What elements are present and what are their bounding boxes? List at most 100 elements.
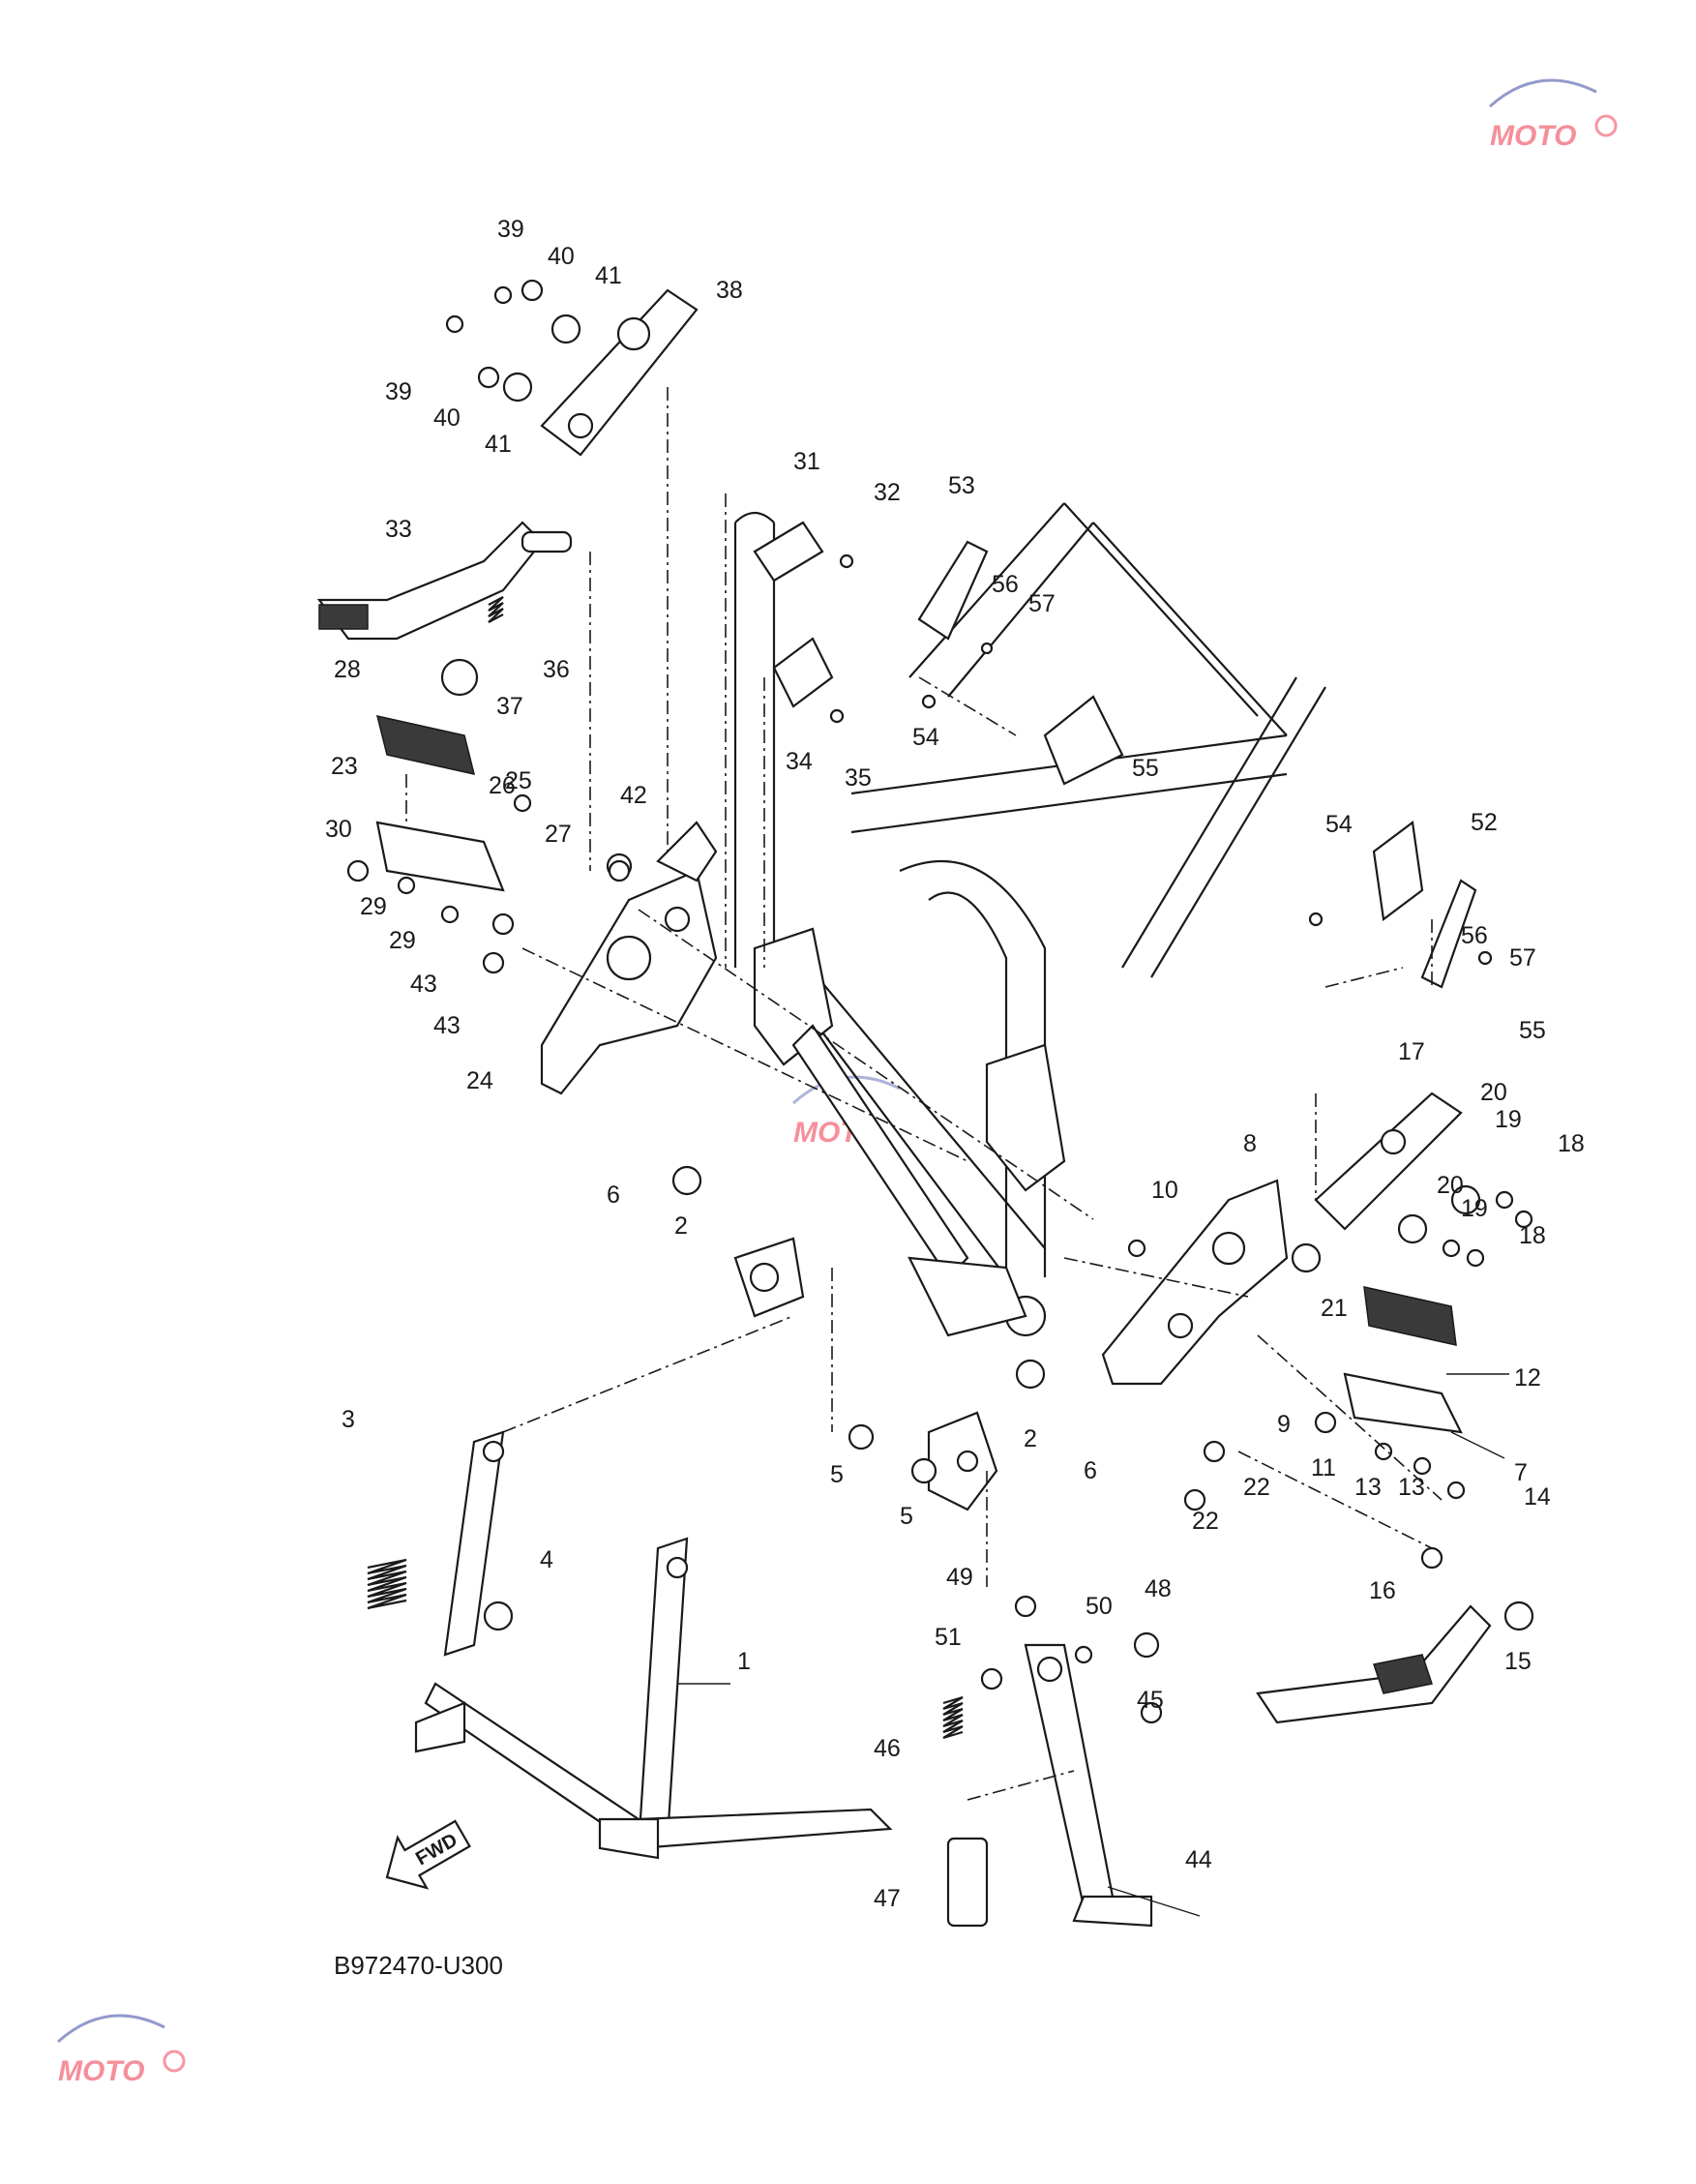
callout-40: 40 xyxy=(433,404,461,432)
callout-49: 49 xyxy=(946,1564,973,1591)
callout-8: 8 xyxy=(1243,1130,1257,1157)
assembly-lines xyxy=(405,387,1443,1801)
callout-17: 17 xyxy=(1398,1038,1425,1065)
shift-pedal xyxy=(1256,1604,1492,1724)
callout-6: 6 xyxy=(607,1182,620,1209)
left-bracket-24 xyxy=(540,821,718,1095)
callout-56: 56 xyxy=(1461,922,1488,949)
callout-43: 43 xyxy=(410,971,437,998)
watermark-logo-top: MOTO xyxy=(1488,78,1618,152)
callout-57: 57 xyxy=(1509,944,1536,972)
callout-12: 12 xyxy=(1514,1364,1541,1391)
callout-37: 37 xyxy=(496,693,523,720)
callout-42: 42 xyxy=(620,782,647,809)
callout-43: 43 xyxy=(433,1012,461,1039)
callout-55: 55 xyxy=(1519,1017,1546,1044)
right-bracket-8 xyxy=(1101,1179,1289,1386)
footrest-holder-7 xyxy=(1343,1372,1463,1434)
callout-36: 36 xyxy=(543,656,570,683)
callout-53: 53 xyxy=(948,472,975,499)
bracket-53 xyxy=(917,540,989,641)
callout-10: 10 xyxy=(1151,1177,1178,1204)
callout-20: 20 xyxy=(1437,1172,1464,1199)
callout-55: 55 xyxy=(1132,755,1159,782)
callout-47: 47 xyxy=(874,1885,901,1912)
callout-33: 33 xyxy=(385,516,412,543)
cover-plate-17 xyxy=(1314,1092,1463,1231)
callout-40: 40 xyxy=(548,243,575,270)
callout-52: 52 xyxy=(1471,809,1498,836)
callout-6: 6 xyxy=(1084,1457,1097,1484)
callout-39: 39 xyxy=(497,216,524,243)
callout-7: 7 xyxy=(1514,1459,1528,1486)
callout-13: 13 xyxy=(1398,1474,1425,1501)
fwd-arrow: FWD xyxy=(385,1819,471,1890)
diagram-code: B972470-U300 xyxy=(334,1951,503,1980)
watermark-logo-bottom: MOTO xyxy=(56,2014,186,2087)
bracket-52 xyxy=(1420,879,1477,989)
callout-38: 38 xyxy=(716,277,743,304)
callout-2: 2 xyxy=(1024,1425,1037,1452)
callout-22: 22 xyxy=(1243,1474,1270,1501)
callout-16: 16 xyxy=(1369,1577,1396,1604)
watermark-text-top: MOTO xyxy=(1490,120,1576,152)
side-stand-44 xyxy=(946,1643,1153,1928)
spring-46 xyxy=(942,1695,964,1740)
callout-41: 41 xyxy=(595,262,622,289)
callout-50: 50 xyxy=(1086,1593,1113,1620)
watermark-text-bottom: MOTO xyxy=(58,2055,144,2087)
callout-56: 56 xyxy=(992,571,1019,598)
callout-39: 39 xyxy=(385,378,412,405)
callout-13: 13 xyxy=(1354,1474,1382,1501)
callout-35: 35 xyxy=(845,764,872,792)
callout-32: 32 xyxy=(874,479,901,506)
frame-assembly xyxy=(733,502,1424,1511)
callout-57: 57 xyxy=(1028,590,1056,617)
callout-28: 28 xyxy=(334,656,361,683)
cover-plate-38 xyxy=(540,288,699,457)
callout-3: 3 xyxy=(342,1406,355,1433)
callout-20: 20 xyxy=(1480,1079,1507,1106)
callout-11: 11 xyxy=(1311,1454,1336,1481)
callout-54: 54 xyxy=(1325,811,1353,838)
callout-31: 31 xyxy=(793,448,820,475)
clamp-31 xyxy=(753,521,824,583)
footrest-28 xyxy=(375,715,476,775)
callout-2: 2 xyxy=(674,1212,688,1240)
callout-30: 30 xyxy=(325,816,352,843)
footrest-12 xyxy=(1363,1286,1457,1346)
brake-pedal-33 xyxy=(316,521,573,641)
footrest-holder-23 xyxy=(375,821,505,892)
callout-45: 45 xyxy=(1137,1687,1164,1714)
callout-54: 54 xyxy=(912,724,939,751)
spring-3 xyxy=(367,1558,407,1610)
callout-4: 4 xyxy=(540,1546,553,1573)
main-stand-1 xyxy=(414,1430,893,1860)
bracket-34 xyxy=(772,637,834,708)
callout-19: 19 xyxy=(1495,1106,1522,1133)
callout-27: 27 xyxy=(545,821,572,848)
callout-23: 23 xyxy=(331,753,358,780)
callout-41: 41 xyxy=(485,431,512,458)
callout-26: 26 xyxy=(489,772,516,799)
callout-51: 51 xyxy=(935,1624,962,1651)
callout-14: 14 xyxy=(1524,1483,1551,1511)
callout-18: 18 xyxy=(1558,1130,1585,1157)
callout-19: 19 xyxy=(1461,1195,1488,1222)
callout-1: 1 xyxy=(737,1648,751,1675)
callout-29: 29 xyxy=(360,893,387,920)
callout-46: 46 xyxy=(874,1735,901,1762)
callout-22: 22 xyxy=(1192,1508,1219,1535)
callout-24: 24 xyxy=(466,1067,493,1094)
callout-44: 44 xyxy=(1185,1846,1212,1873)
callout-5: 5 xyxy=(830,1461,844,1488)
callout-5: 5 xyxy=(900,1503,913,1530)
hardware-parts xyxy=(346,279,1534,1724)
callout-29: 29 xyxy=(389,927,416,954)
leader-lines xyxy=(677,1373,1509,1917)
callout-34: 34 xyxy=(786,748,813,775)
callout-15: 15 xyxy=(1504,1648,1532,1675)
callout-25: 25 xyxy=(505,767,532,794)
